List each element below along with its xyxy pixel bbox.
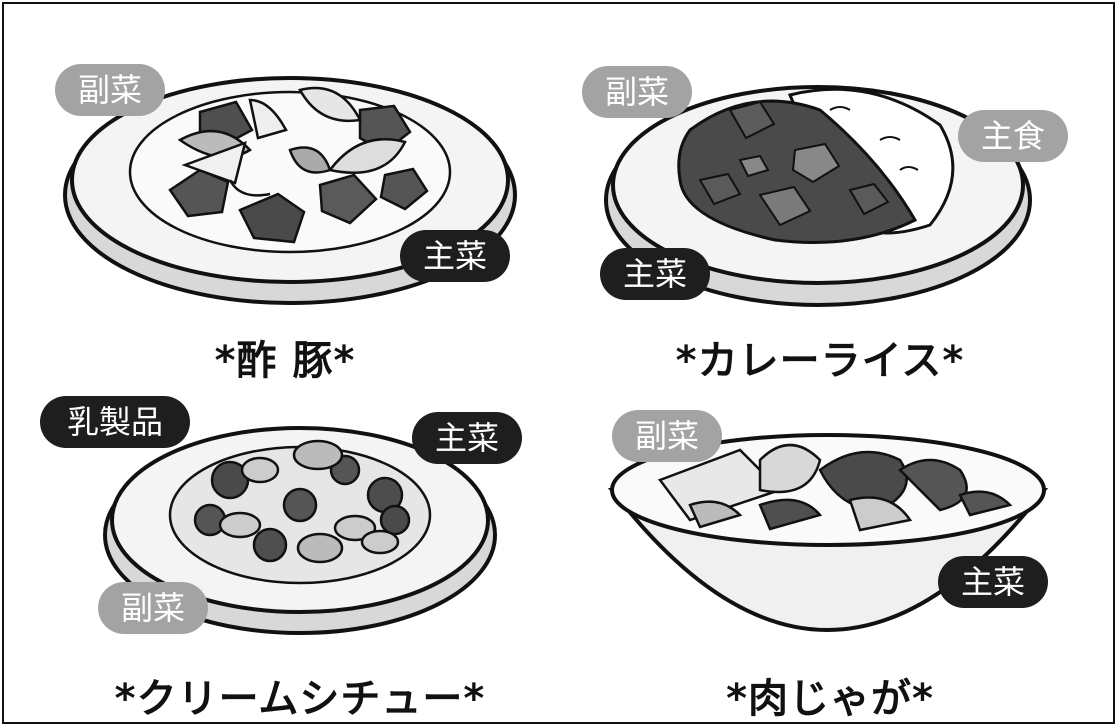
- subuta-main-dish-tag: 主菜: [400, 230, 510, 282]
- curry-main-dish-tag: 主菜: [600, 248, 710, 300]
- subuta-side-dish-tag: 副菜: [55, 64, 165, 116]
- stew-title: *クリームシチュー*: [114, 676, 486, 722]
- nikujaga-bowl-illustration: [607, 433, 1049, 632]
- curry-side-dish-tag: 副菜: [582, 66, 692, 118]
- nikujaga-side-dish-tag: 副菜: [612, 410, 722, 462]
- curry-staple-food-tag: 主食: [958, 110, 1068, 162]
- curry-plate-illustration: [604, 85, 1032, 307]
- stew-plate-illustration: [103, 426, 497, 635]
- subuta-title: *酢 豚*: [214, 338, 356, 384]
- nikujaga-title: *肉じゃが*: [726, 676, 934, 722]
- stew-dairy-tag: 乳製品: [40, 396, 190, 448]
- stew-side-dish-tag: 副菜: [98, 582, 208, 634]
- stew-main-dish-tag: 主菜: [412, 412, 522, 464]
- subuta-plate-illustration: [63, 76, 517, 305]
- nikujaga-main-dish-tag: 主菜: [938, 556, 1048, 608]
- curry-title: *カレーライス*: [675, 338, 965, 384]
